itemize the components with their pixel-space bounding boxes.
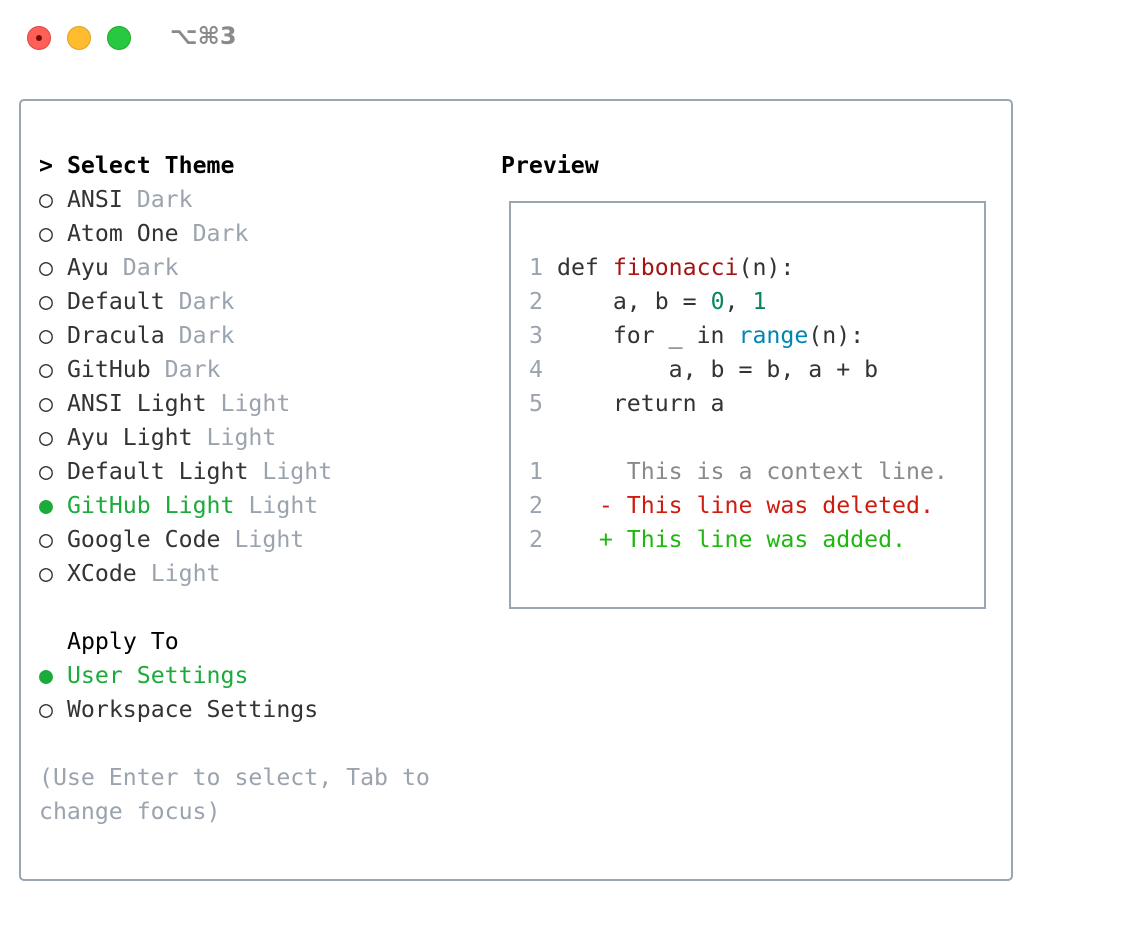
diff-line-number: 2 — [529, 492, 543, 519]
theme-variant: Light — [262, 458, 333, 485]
theme-name: Ayu — [66, 254, 109, 281]
radio-unselected-icon: ○ — [39, 322, 53, 349]
theme-option[interactable]: ○ GitHub Dark — [39, 353, 221, 387]
line-number: 4 — [529, 356, 543, 383]
theme-variant: Light — [206, 424, 277, 451]
preview-box — [509, 201, 986, 609]
diff-line-number: 1 — [529, 458, 543, 485]
apply-option[interactable]: ● User Settings — [39, 659, 248, 693]
theme-variant: Light — [220, 390, 291, 417]
theme-variant: Dark — [136, 186, 193, 213]
theme-variant: Dark — [164, 356, 221, 383]
code-token: a, b = b, a + b — [557, 356, 879, 383]
code-token: def — [557, 254, 613, 281]
preview-heading: Preview — [501, 152, 599, 179]
code-token: (n): — [738, 254, 795, 281]
diff-line-number: 2 — [529, 526, 543, 553]
radio-unselected-icon: ○ — [39, 220, 53, 247]
radio-unselected-icon: ○ — [39, 288, 53, 315]
radio-unselected-icon: ○ — [39, 390, 53, 417]
theme-name: Atom One — [66, 220, 179, 247]
radio-unselected-icon: ○ — [39, 696, 53, 723]
theme-variant: Dark — [122, 254, 179, 281]
help-text-line2: change focus) — [39, 798, 221, 825]
code-token: return a — [557, 390, 725, 417]
line-number: 3 — [529, 322, 543, 349]
theme-option[interactable]: ○ XCode Light — [39, 557, 221, 591]
maximize-window-button[interactable] — [107, 26, 131, 50]
theme-name: Default — [66, 288, 165, 315]
code-line: a, b = b, a + b — [557, 353, 878, 387]
code-token: fibonacci — [612, 254, 739, 281]
theme-name: Google Code — [66, 526, 221, 553]
code-token: range — [738, 322, 809, 349]
window-shortcut: ⌥⌘3 — [170, 22, 237, 50]
line-number: 5 — [529, 390, 543, 417]
theme-name: Dracula — [66, 322, 165, 349]
diff-line: This is a context line. — [557, 458, 948, 485]
code-line: return a — [557, 387, 725, 421]
code-token: a, b = — [557, 288, 711, 315]
diff-line: + This line was added. — [557, 526, 907, 553]
theme-variant: Light — [234, 526, 305, 553]
radio-unselected-icon: ○ — [39, 458, 53, 485]
theme-option[interactable]: ○ Default Light Light — [39, 455, 332, 489]
radio-unselected-icon: ○ — [39, 560, 53, 587]
theme-heading: > Select Theme — [39, 149, 234, 183]
theme-option[interactable]: ○ Google Code Light — [39, 523, 304, 557]
theme-heading-label: Select Theme — [66, 152, 235, 179]
theme-name: GitHub — [66, 356, 151, 383]
theme-name: Default Light — [66, 458, 249, 485]
theme-dialog — [19, 99, 1013, 881]
code-token: for _ in — [557, 322, 739, 349]
code-token: (n): — [808, 322, 865, 349]
line-number: 2 — [529, 288, 543, 315]
code-line: for _ in range(n): — [557, 319, 864, 353]
theme-option[interactable]: ● GitHub Light Light — [39, 489, 318, 523]
theme-option[interactable]: ○ Ayu Dark — [39, 251, 179, 285]
theme-variant: Dark — [192, 220, 249, 247]
theme-option[interactable]: ○ ANSI Light Light — [39, 387, 290, 421]
radio-unselected-icon: ○ — [39, 254, 53, 281]
theme-name: GitHub Light — [66, 492, 235, 519]
theme-name: ANSI Light — [66, 390, 207, 417]
theme-variant: Light — [150, 560, 221, 587]
radio-selected-icon: ● — [39, 662, 53, 689]
theme-option[interactable]: ○ Dracula Dark — [39, 319, 234, 353]
radio-unselected-icon: ○ — [39, 424, 53, 451]
theme-option[interactable]: ○ Ayu Light Light — [39, 421, 276, 455]
code-token: 0 — [710, 288, 725, 315]
code-line: a, b = 0, 1 — [557, 285, 767, 319]
theme-option[interactable]: ○ ANSI Dark — [39, 183, 193, 217]
code-token: 1 — [752, 288, 767, 315]
theme-name: Ayu Light — [66, 424, 193, 451]
theme-name: XCode — [66, 560, 137, 587]
radio-unselected-icon: ○ — [39, 356, 53, 383]
apply-heading: Apply To — [67, 628, 179, 655]
code-token: , — [724, 288, 753, 315]
code-line: def fibonacci(n): — [557, 251, 794, 285]
close-window-button[interactable] — [27, 26, 51, 50]
theme-variant: Light — [248, 492, 319, 519]
theme-name: ANSI — [66, 186, 123, 213]
minimize-window-button[interactable] — [67, 26, 91, 50]
theme-option[interactable]: ○ Atom One Dark — [39, 217, 248, 251]
radio-unselected-icon: ○ — [39, 186, 53, 213]
line-number: 1 — [529, 254, 543, 281]
help-text-line1: (Use Enter to select, Tab to — [39, 764, 430, 791]
focus-cursor: > — [39, 152, 53, 179]
theme-option[interactable]: ○ Default Dark — [39, 285, 234, 319]
apply-name: Workspace Settings — [66, 696, 319, 723]
radio-selected-icon: ● — [39, 492, 53, 519]
apply-option[interactable]: ○ Workspace Settings — [39, 693, 318, 727]
theme-variant: Dark — [178, 288, 235, 315]
diff-line: - This line was deleted. — [557, 492, 934, 519]
theme-variant: Dark — [178, 322, 235, 349]
radio-unselected-icon: ○ — [39, 526, 53, 553]
apply-name: User Settings — [66, 662, 249, 689]
